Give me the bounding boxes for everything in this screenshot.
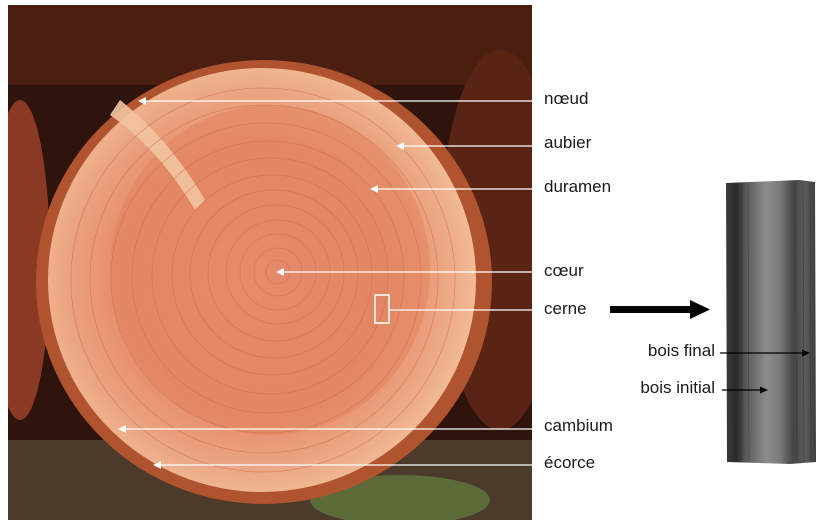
- label-bois-final: bois final: [648, 341, 715, 361]
- label-bois-initial: bois initial: [640, 378, 715, 398]
- cerne-to-micrograph-arrow: [610, 300, 710, 319]
- label-noeud: nœud: [544, 89, 588, 109]
- label-cerne: cerne: [544, 299, 587, 319]
- micrograph-strip: [726, 180, 816, 464]
- label-duramen: duramen: [544, 177, 611, 197]
- arrow-shaft: [610, 306, 692, 313]
- ring-micrograph: [720, 180, 816, 464]
- label-coeur: cœur: [544, 261, 584, 281]
- log-photo: [0, 5, 560, 524]
- arrow-head: [690, 300, 710, 319]
- label-aubier: aubier: [544, 133, 591, 153]
- label-ecorce: écorce: [544, 453, 595, 473]
- label-cambium: cambium: [544, 416, 613, 436]
